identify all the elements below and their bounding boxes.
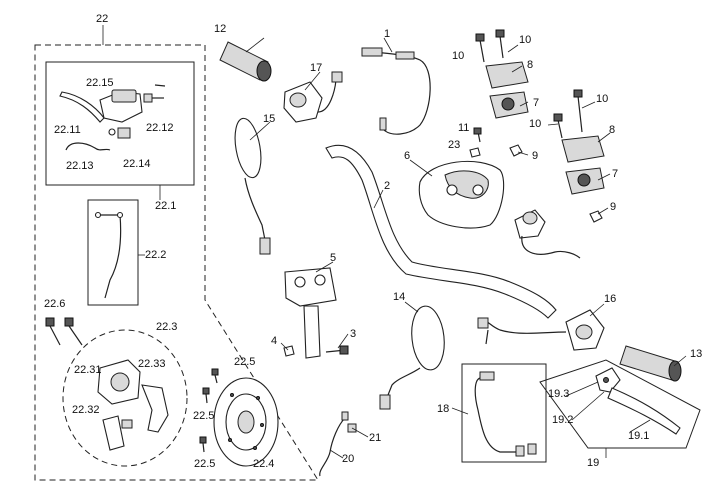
nuts [469,127,603,223]
label-2: 2 [384,180,391,192]
label-22-15: 22.15 [86,77,114,89]
label-23: 23 [448,139,461,151]
label-3: 3 [350,328,357,340]
label-7-b: 7 [612,168,619,180]
clutch-cable-box [461,363,547,463]
lever-group [539,359,701,458]
sensor-wire [319,411,357,477]
label-8-b: 8 [609,124,616,136]
label-22-31: 22.31 [74,364,102,376]
right-switch [477,309,605,351]
label-22-6: 22.6 [44,298,66,310]
right-mirror [379,305,445,410]
label-10-d: 10 [529,118,542,130]
label-19-3: 19.3 [548,388,570,400]
caliper-group [62,329,188,467]
label-22-1: 22.1 [155,200,177,212]
label-22-14: 22.14 [123,158,151,170]
right-grip [619,345,682,382]
label-10-b: 10 [519,34,532,46]
label-13: 13 [690,348,703,360]
headlight-cover [418,160,505,229]
label-21: 21 [369,432,382,444]
label-22-3: 22.3 [156,321,178,333]
label-15: 15 [263,113,276,125]
master-cylinder-box [45,61,195,200]
label-19-1: 19.1 [628,430,650,442]
label-19-2: 19.2 [552,414,574,426]
label-22-5-top: 22.5 [234,356,256,368]
label-4: 4 [271,335,278,347]
label-1: 1 [384,28,391,40]
label-22-2: 22.2 [145,249,167,261]
leader-lines [245,37,687,459]
left-mirror [234,117,271,255]
label-18: 18 [437,403,450,415]
brake-hose-box [87,199,145,306]
left-switch [283,71,343,123]
caliper-bolt [45,317,83,346]
lower-risers [553,89,605,195]
ignition-socket [514,209,581,259]
label-22-32: 22.32 [72,404,100,416]
label-8-a: 8 [527,59,534,71]
left-grip [219,41,272,82]
throttle-cable [361,47,431,135]
label-22-12: 22.12 [146,122,174,134]
label-10-c: 10 [596,93,609,105]
label-6: 6 [404,150,411,162]
label-22-13: 22.13 [66,160,94,172]
label-17: 17 [310,62,323,74]
label-22-11: 22.11 [54,124,81,136]
label-22-5-mid: 22.5 [193,410,215,422]
label-9-b: 9 [610,201,617,213]
handlebar [325,144,557,319]
label-10-a: 10 [452,50,465,62]
label-9-a: 9 [532,150,539,162]
label-14: 14 [393,291,406,303]
label-5: 5 [330,252,337,264]
label-22: 22 [96,13,109,25]
label-19: 19 [587,457,600,469]
top-yoke [283,267,349,359]
label-22-5-bottom: 22.5 [194,458,216,470]
label-22-4: 22.4 [253,458,275,470]
label-16: 16 [604,293,617,305]
label-22-33: 22.33 [138,358,166,370]
label-20: 20 [342,453,355,465]
label-7-a: 7 [533,97,540,109]
brake-disc [199,368,279,467]
label-11: 11 [458,122,470,134]
label-12: 12 [214,23,227,35]
